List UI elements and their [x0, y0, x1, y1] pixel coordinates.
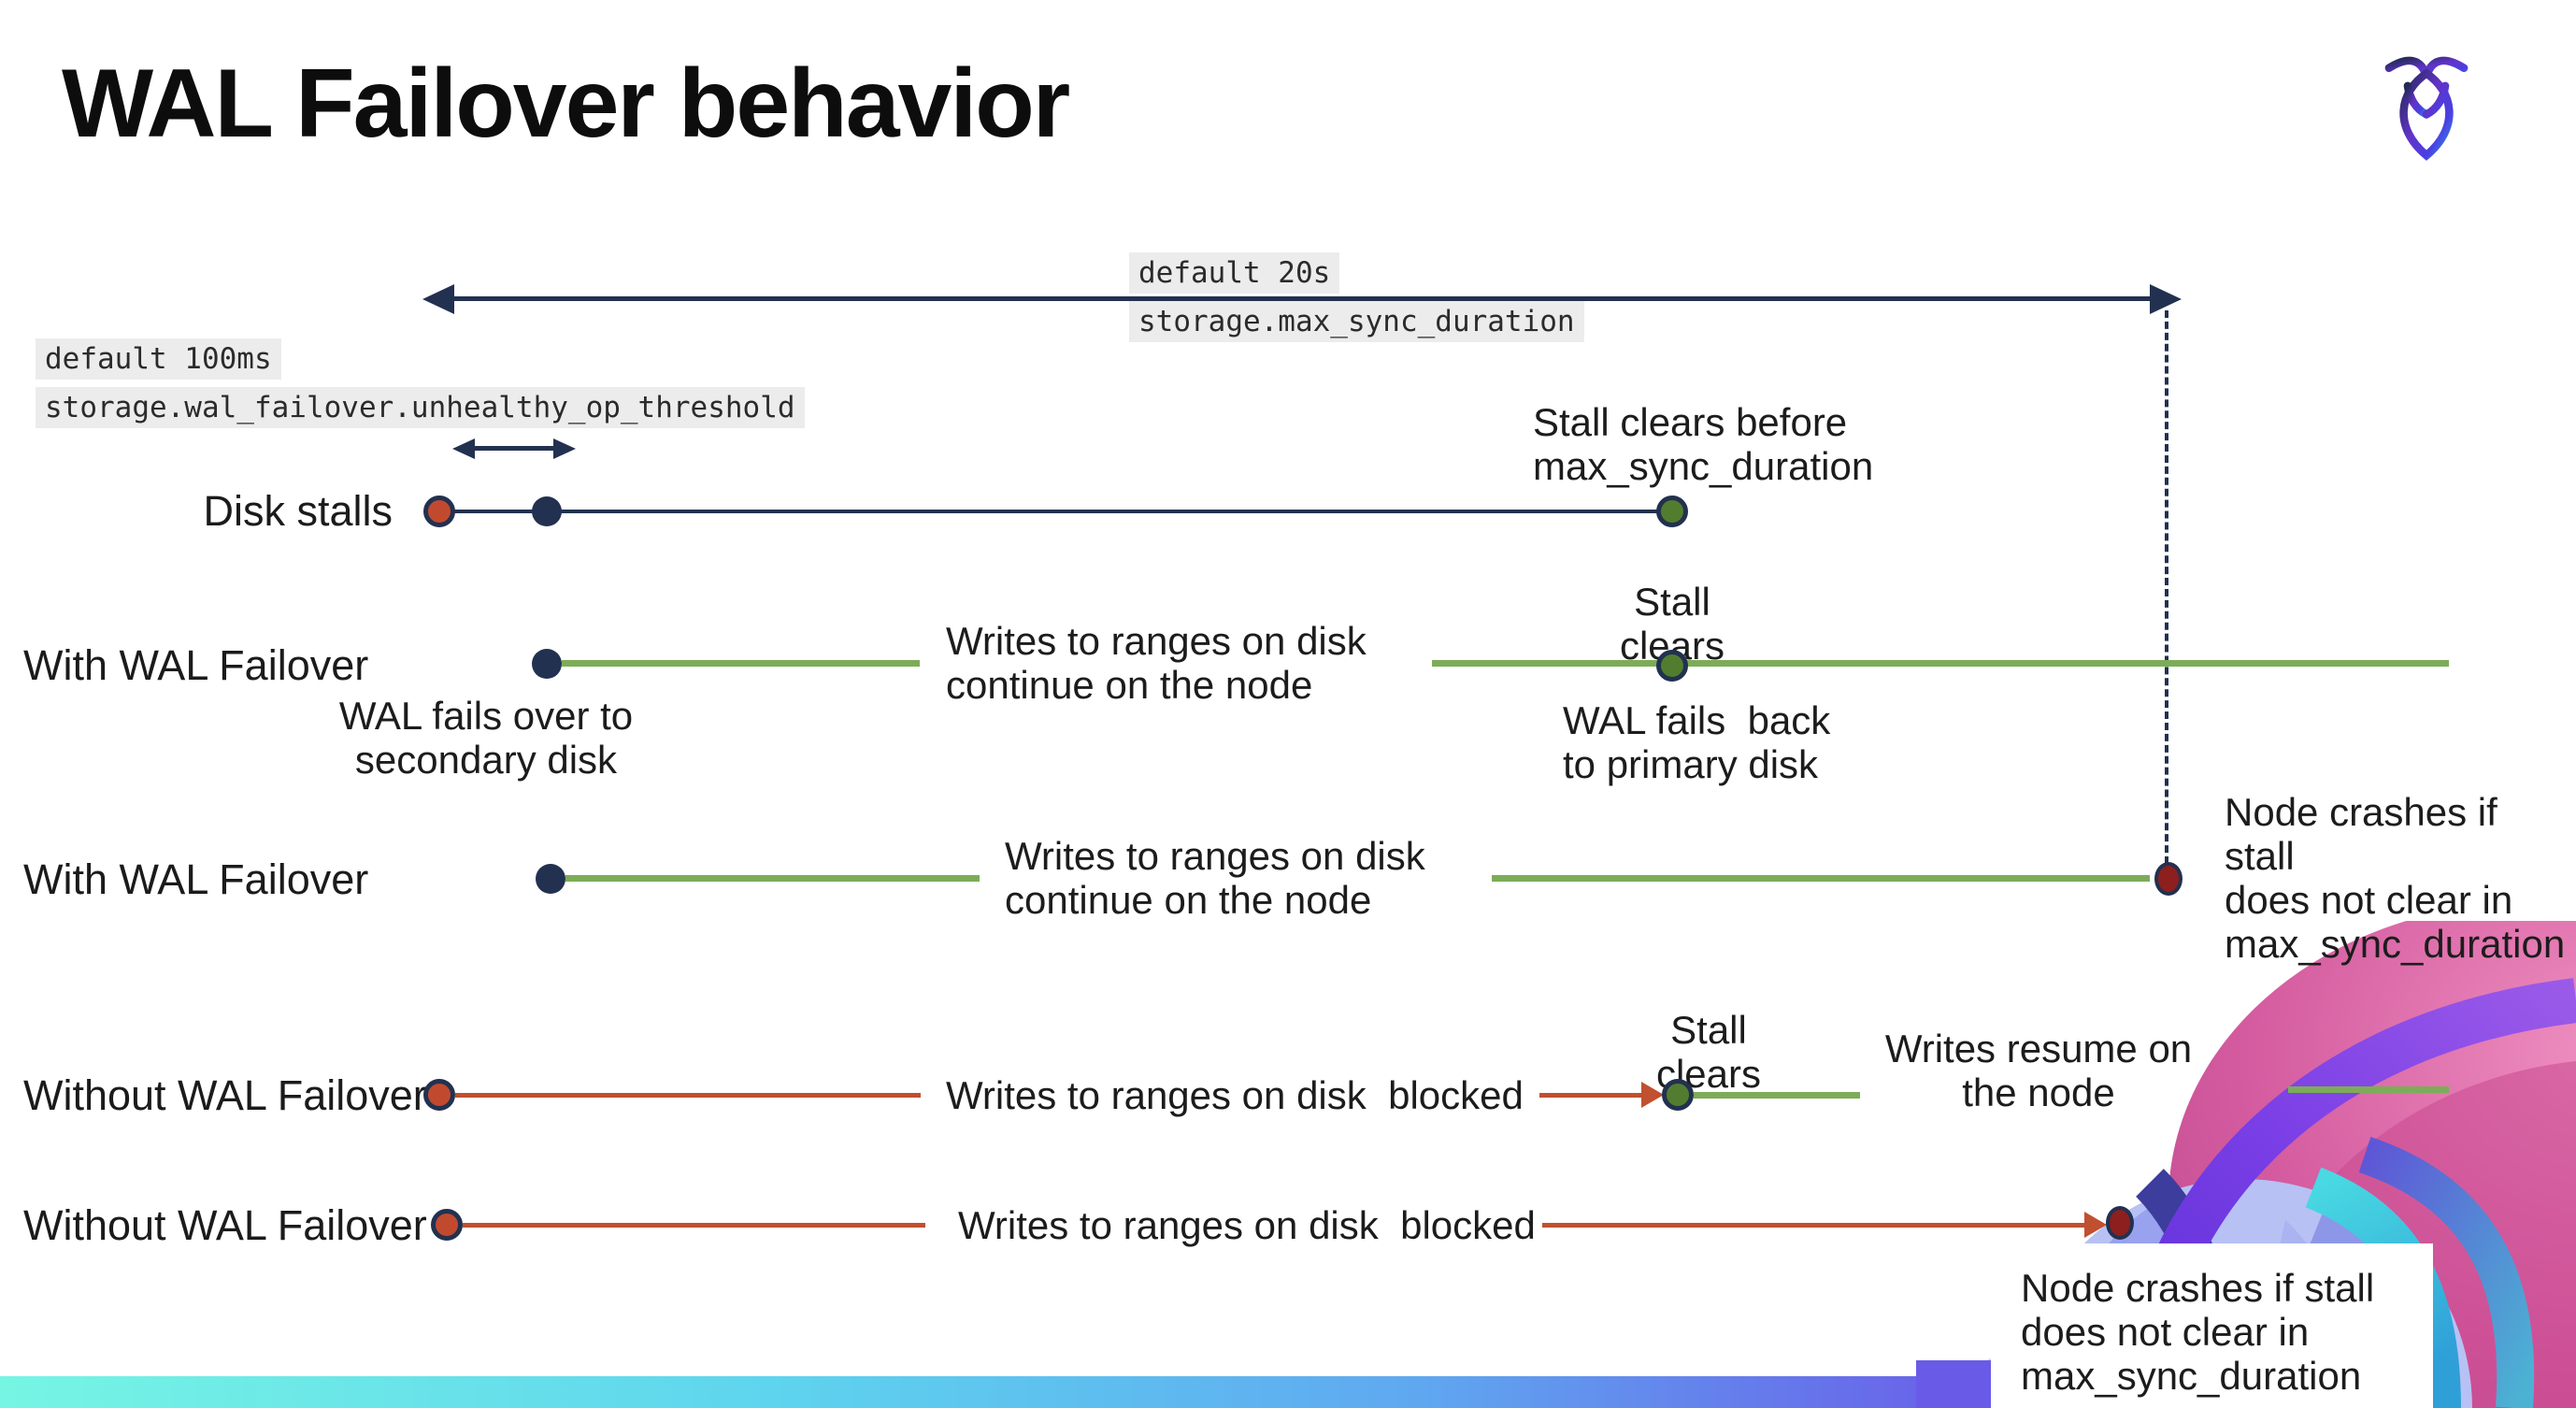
threshold-arrow-line	[469, 446, 557, 451]
arrow-head-left-icon	[422, 284, 454, 314]
blocked-arrow-head-icon	[2084, 1212, 2107, 1238]
wal-fails-over-note: WAL fails over to secondary disk	[338, 694, 634, 782]
writes-continue-line	[1432, 660, 2449, 667]
stall-clears-before-note: Stall clears before max_sync_duration	[1533, 400, 1874, 488]
row-label-with-wal-failover-2: With WAL Failover	[23, 855, 369, 903]
failover-dot	[536, 864, 565, 894]
max-sync-default-label: default 20s	[1129, 252, 1340, 294]
writes-continue-line	[562, 660, 920, 667]
stall-clears-note: Stall clears	[1655, 1008, 1762, 1096]
node-crash-dot	[2154, 862, 2182, 896]
max-sync-deadline-dashed-line	[2165, 310, 2168, 864]
threshold-default-label: default 100ms	[36, 338, 281, 380]
writes-blocked-line	[1539, 1093, 1641, 1098]
cockroachdb-logo-icon	[2384, 56, 2469, 161]
stall-clears-dot	[1656, 496, 1688, 527]
writes-resume-line	[2288, 1086, 2449, 1093]
page-title: WAL Failover behavior	[62, 50, 1070, 158]
node-crashes-note: Node crashes if stall does not clear in …	[2021, 1266, 2375, 1398]
threshold-arrow-head-left-icon	[452, 438, 475, 459]
disk-stall-timeline	[439, 510, 1672, 513]
writes-continue-note: Writes to ranges on disk continue on the…	[1005, 834, 1425, 922]
stall-clears-dot	[1662, 1079, 1694, 1111]
writes-blocked-line	[463, 1223, 925, 1228]
blocked-arrow-head-icon	[1641, 1082, 1664, 1108]
node-crashes-note: Node crashes if stall does not clear in …	[2225, 790, 2566, 966]
max-sync-setting-label: storage.max_sync_duration	[1129, 301, 1584, 342]
node-crashes-callout-box: Node crashes if stall does not clear in …	[1991, 1243, 2433, 1408]
writes-blocked-line	[455, 1093, 921, 1098]
writes-blocked-note: Writes to ranges on disk blocked	[946, 1073, 1524, 1117]
writes-blocked-line	[1542, 1223, 2084, 1228]
row-label-without-wal-failover-1: Without WAL Failover	[23, 1071, 427, 1119]
node-crash-dot	[2106, 1206, 2134, 1240]
wal-fails-back-note: WAL fails back to primary disk	[1563, 698, 1831, 786]
writes-blocked-note: Writes to ranges on disk blocked	[958, 1203, 1536, 1247]
threshold-dot	[532, 496, 562, 526]
threshold-arrow-head-right-icon	[553, 438, 576, 459]
writes-continue-note: Writes to ranges on disk continue on the…	[946, 619, 1367, 707]
writes-resume-line	[1694, 1092, 1860, 1099]
writes-continue-line	[1492, 875, 2150, 882]
max-sync-duration-arrow-line	[447, 296, 2161, 301]
row-label-without-wal-failover-2: Without WAL Failover	[23, 1201, 427, 1249]
stall-start-dot	[423, 496, 455, 527]
writes-continue-line	[565, 875, 980, 882]
stall-clears-dot	[1656, 650, 1688, 682]
stall-start-dot	[431, 1209, 463, 1241]
stall-start-dot	[423, 1079, 455, 1111]
failover-dot	[532, 649, 562, 679]
arrow-head-right-icon	[2150, 284, 2182, 314]
row-label-with-wal-failover-1: With WAL Failover	[23, 641, 369, 689]
threshold-setting-label: storage.wal_failover.unhealthy_op_thresh…	[36, 387, 805, 428]
row-label-disk-stalls: Disk stalls	[203, 487, 393, 535]
writes-resume-note: Writes resume on the node	[1884, 1027, 2193, 1114]
